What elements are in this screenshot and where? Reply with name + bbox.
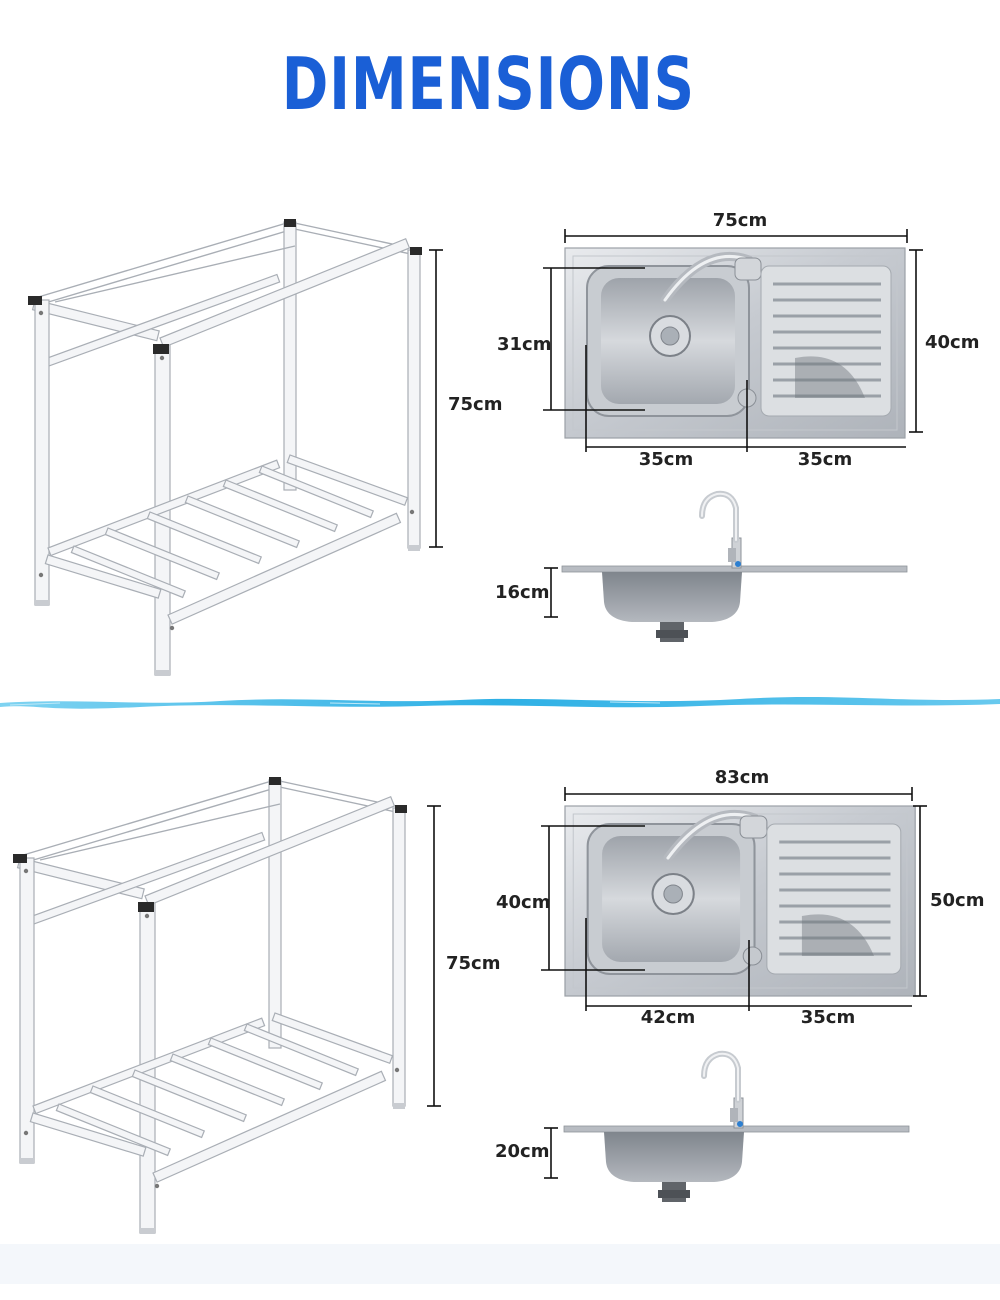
bowl-length-label-top: 35cm: [639, 449, 693, 470]
sink-length-label-top: 75cm: [713, 210, 767, 231]
bowl-width-label-top: 31cm: [497, 334, 551, 355]
sink-dimension-lines-bottom: [541, 787, 927, 1011]
sink-width-label-bottom: 50cm: [930, 890, 984, 911]
bowl-depth-dimension-top: [544, 567, 558, 618]
footer-strip: [0, 1244, 1000, 1284]
drainer-length-label-bottom: 35cm: [801, 1007, 855, 1028]
sink-side-view-top: [562, 494, 907, 642]
stand-height-label-top: 75cm: [448, 394, 502, 415]
sink-length-label-bottom: 83cm: [715, 767, 769, 788]
bowl-depth-label-top: 16cm: [495, 582, 549, 603]
bowl-depth-dimension-bottom: [544, 1127, 558, 1179]
wave-divider: [0, 697, 1000, 709]
bowl-depth-label-bottom: 20cm: [495, 1141, 549, 1162]
sink-top-view-bottom: [565, 806, 915, 996]
sink-side-view-bottom: [564, 1054, 909, 1202]
sink-width-label-top: 40cm: [925, 332, 979, 353]
stand-height-dimension-top: [429, 249, 443, 548]
stand-height-label-bottom: 75cm: [446, 953, 500, 974]
stand-height-dimension-bottom: [427, 805, 441, 1107]
bowl-width-label-bottom: 40cm: [496, 892, 550, 913]
stand-frame-bottom: [12, 776, 408, 1235]
stand-frame-top: [27, 218, 423, 677]
drainer-length-label-top: 35cm: [798, 449, 852, 470]
page-title: DIMENSIONS: [281, 42, 695, 126]
sink-dimension-lines-top: [543, 229, 923, 452]
bowl-length-label-bottom: 42cm: [641, 1007, 695, 1028]
